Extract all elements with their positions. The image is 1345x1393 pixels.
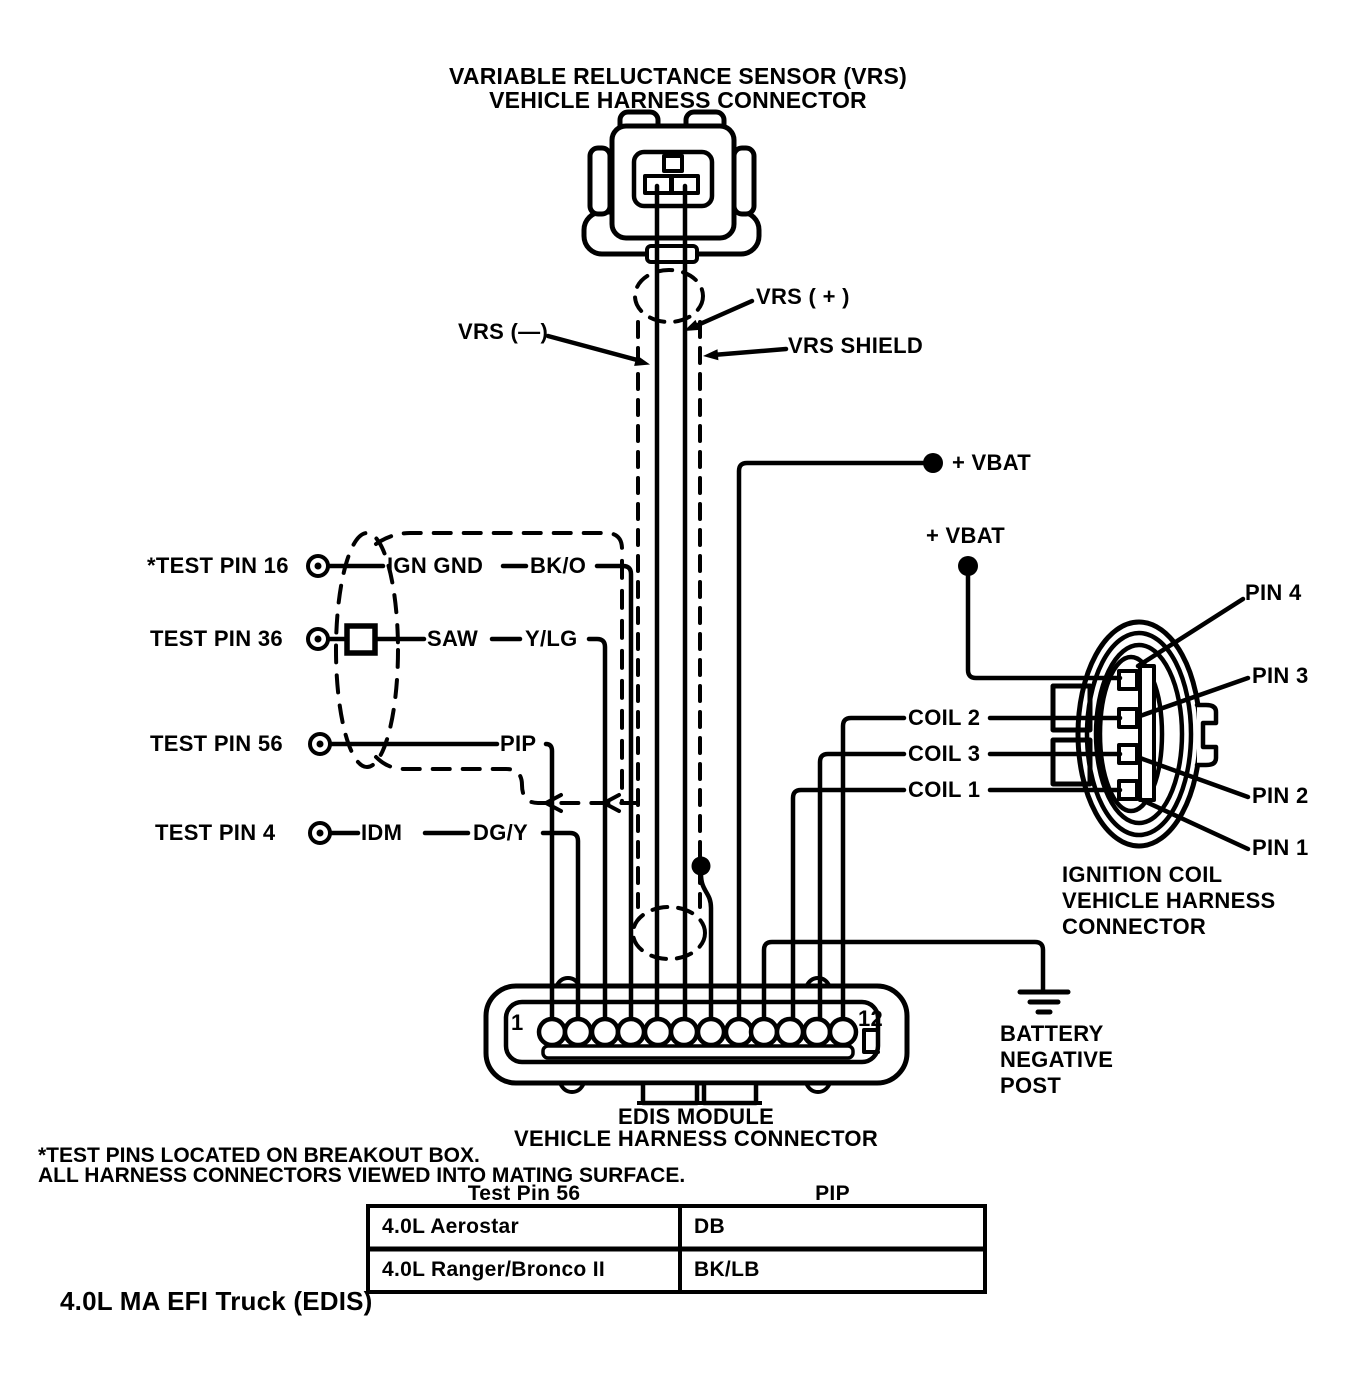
signal-ign-gnd-label: IGN GND [387,553,484,578]
wires [326,183,1046,1024]
wire-dgy [540,830,581,1024]
wire-coil1 [790,787,907,1024]
leader-pin1 [1139,797,1251,852]
table-row-model: 4.0L Ranger/Bronco II [382,1258,605,1281]
vbat-coil-dot-icon [958,556,978,576]
leader-vrs-shield [710,346,789,358]
edis-caption-line2: VEHICLE HARNESS CONNECTOR [513,1126,879,1151]
wire-color-dgy-label: DG/Y [473,820,528,845]
table-row-wire: BK/LB [694,1258,760,1281]
leader-vrs-plus [688,298,755,331]
test-pin-36-label: TEST PIN 36 [150,626,283,651]
ignition-coil-caption-line2: VEHICLE HARNESS [1062,888,1276,913]
ignition-coil-caption-line3: CONNECTOR [1062,914,1207,939]
ignition-coil-caption-line1: IGNITION COIL [1062,862,1223,887]
vrs-shield-arrowhead-icon [703,349,719,361]
vbat-coil-label: + VBAT [926,523,1006,548]
table-row-wire: DB [694,1215,725,1238]
vrs-plus-arrowhead-icon [684,319,700,331]
vrs-minus-label: VRS (—) [458,319,549,344]
footer-caption: 4.0L MA EFI Truck (EDIS) [60,1286,373,1316]
wire-vbat-edis [736,460,926,1024]
wire-ylg [586,636,608,1024]
coil1-label: COIL 1 [908,777,981,802]
vrs-connector-icon [581,109,762,264]
coil-pin4-label: PIN 4 [1245,580,1302,605]
vbat-edis-dot-icon [923,453,943,473]
edis-pin-1-number: 1 [511,1010,524,1035]
wire-coil3 [817,751,907,1024]
vrs-plus-label: VRS ( + ) [756,284,850,309]
wire-bko [594,563,634,1024]
wire-shield-drain [698,871,714,1024]
diagram-title-line2: VEHICLE HARNESS CONNECTOR [489,87,867,113]
table-col1-header: Test Pin 56 [467,1182,581,1205]
table-row-model: 4.0L Aerostar [382,1215,519,1238]
dashed-path-arrows [544,793,621,813]
junction-dots [691,453,978,876]
keyway-notch [1194,702,1219,768]
footnote-line2: ALL HARNESS CONNECTORS VIEWED INTO MATIN… [38,1164,686,1187]
signal-idm-label: IDM [361,820,403,845]
table-col2-header: PIP [815,1182,850,1205]
leader-pin4 [1135,596,1246,669]
leader-pin2 [1137,755,1251,800]
breakout-box-dashed-outline [334,531,640,805]
leader-pin3 [1137,675,1251,719]
edis-slot-and-tabs [541,1044,855,1106]
diagram-title-line1: VARIABLE RELUCTANCE SENSOR (VRS) [449,63,907,89]
coil-pin2-label: PIN 2 [1252,783,1309,808]
signal-saw-label: SAW [427,626,479,651]
edis-caption-line1: EDIS MODULE [617,1104,775,1129]
edis-pin-12-number: 12 [858,1006,884,1031]
battery-label-line2: NEGATIVE [1000,1047,1114,1072]
vrs-shield-label: VRS SHIELD [788,333,924,358]
test-pin-4-label: TEST PIN 4 [155,820,276,845]
ignition-coil-connector-icon [1050,619,1219,849]
battery-label-line1: BATTERY [1000,1021,1104,1046]
test-pin-16-label: *TEST PIN 16 [147,553,289,578]
edis-pins [536,1016,859,1048]
coil3-label: COIL 3 [908,741,981,766]
vbat-edis-label: + VBAT [952,450,1032,475]
saw-inline-square-icon [344,623,378,656]
shield-junction-dot-icon [691,856,711,876]
coil2-label: COIL 2 [908,705,981,730]
test-pin-terminals [306,554,378,845]
wire-color-bko-label: BK/O [530,553,587,578]
leader-vrs-minus [545,333,644,364]
coil-pin3-label: PIN 3 [1252,663,1309,688]
table-frame [366,1204,987,1294]
wire-color-ylg-label: Y/LG [525,626,578,651]
coil-connector-wires [965,573,1251,852]
ground-symbol-icon [1017,989,1071,1015]
wire-pip [543,741,555,1024]
coil-pin1-label: PIN 1 [1252,835,1309,860]
footnote-line1: *TEST PINS LOCATED ON BREAKOUT BOX. [38,1144,480,1167]
wire-ground [761,939,1046,1024]
battery-label-line3: POST [1000,1073,1062,1098]
vrs-minus-arrowhead-icon [634,355,650,366]
signal-pip-label: PIP [500,731,537,756]
shield-dashed-outline [631,268,707,961]
test-pin-56-label: TEST PIN 56 [150,731,283,756]
wire-vbat-coil [965,573,1123,681]
arrowheads [634,319,719,366]
wire-coil2 [840,715,907,1024]
